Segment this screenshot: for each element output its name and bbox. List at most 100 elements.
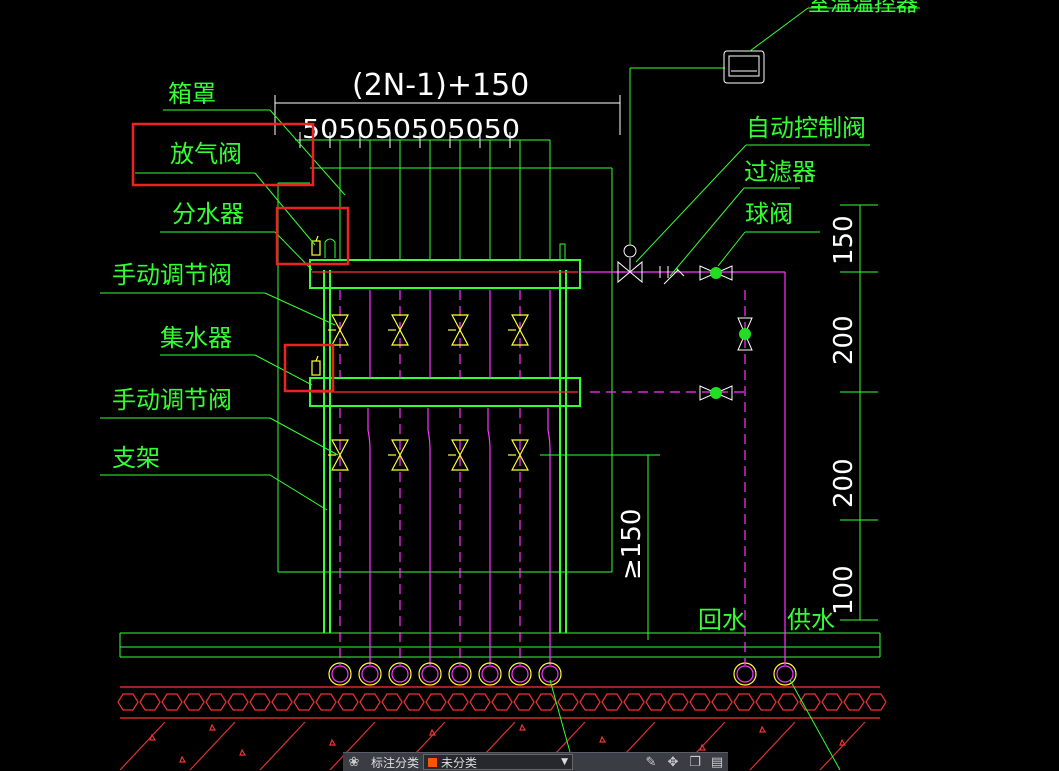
manual-valve: [391, 439, 409, 471]
pipe-section-inner: [421, 665, 439, 683]
auto-control-valve[interactable]: [617, 67, 725, 284]
cabinet-cover[interactable]: [277, 167, 613, 573]
pipe-section-inner: [736, 665, 754, 683]
hatch-hexagon: [755, 693, 777, 711]
pipe-section-outer: [538, 662, 562, 686]
slab-aggregate-mark: [839, 738, 847, 746]
pipe-sections: [328, 662, 797, 686]
hatch-hexagon: [403, 693, 425, 711]
hatch-hexagon: [667, 693, 689, 711]
highlight-box-air-vent-bottom: [283, 343, 335, 393]
layer-icon[interactable]: ❀: [348, 754, 360, 770]
manual-valves-upper[interactable]: [328, 314, 529, 346]
label-supply: 供水: [787, 606, 835, 634]
hatch-hexagon: [733, 693, 755, 711]
air-vent-valve-top[interactable]: [311, 235, 336, 258]
manual-valve: [451, 439, 469, 471]
filter[interactable]: [659, 266, 685, 285]
hatch-hexagon: [799, 693, 821, 711]
manual-valve: [511, 314, 529, 346]
label-bracket: 支架: [112, 444, 160, 472]
pipe-section-inner: [776, 665, 794, 683]
slab-aggregate-mark: [329, 738, 337, 746]
ball-valve-vertical[interactable]: [737, 317, 753, 351]
spacing-ticks: [299, 132, 511, 148]
manual-valve: [391, 314, 409, 346]
manual-valve: [451, 314, 469, 346]
pipe-section-inner: [331, 665, 349, 683]
slab-aggregate-mark: [179, 755, 187, 763]
water-distributor[interactable]: [309, 243, 625, 289]
ball-valve-return[interactable]: [699, 385, 733, 401]
hatch-hexagon: [491, 693, 513, 711]
copy-icon[interactable]: ❐: [689, 754, 701, 770]
branch-pipes: [339, 140, 551, 665]
pipe-section-outer: [388, 662, 412, 686]
water-collector[interactable]: [309, 377, 581, 407]
hatch-hexagon: [161, 693, 183, 711]
dim-vertical-150: 150: [829, 215, 859, 265]
hatch-hexagon: [359, 693, 381, 711]
label-ball-valve: 球阀: [745, 200, 793, 228]
hatch-hexagon: [337, 693, 359, 711]
leader-lines: [100, 109, 870, 770]
slab-hatch-line: [749, 721, 796, 770]
branch-return-pipe: [427, 408, 431, 665]
label-thermostat: 室温温控器: [808, 0, 918, 17]
hatch-hexagon: [689, 693, 711, 711]
slab-aggregate-mark: [699, 743, 707, 751]
dim-vertical-200-b: 200: [829, 458, 859, 508]
right-dimension-lines: [640, 204, 878, 640]
slab-aggregate-mark: [519, 723, 527, 731]
label-collector: 集水器: [160, 324, 232, 352]
slab-aggregate-mark: [759, 725, 767, 733]
slab-hatch-line: [819, 721, 866, 770]
hatch-hexagon: [843, 693, 865, 711]
hatch-hexagon: [579, 693, 601, 711]
manual-valve: [511, 439, 529, 471]
manual-valves-lower[interactable]: [328, 439, 529, 471]
air-vent-valve-bottom[interactable]: [311, 355, 321, 376]
hatch-hexagon: [425, 693, 447, 711]
pipe-section-outer: [418, 662, 442, 686]
slab-aggregate-mark: [209, 723, 217, 731]
ball-valve-supply[interactable]: [699, 265, 733, 281]
dim-spacing: 505050505050: [302, 115, 520, 145]
hatch-hexagon: [447, 693, 469, 711]
pipe-section-outer: [328, 662, 352, 686]
dim-vertical-100: 100: [829, 565, 859, 615]
pipe-section-inner: [481, 665, 499, 683]
pipe-section-inner: [451, 665, 469, 683]
pipe-section-outer: [508, 662, 532, 686]
hatch-hexagon: [623, 693, 645, 711]
stack-icon[interactable]: ▤: [710, 754, 724, 770]
slab-aggregate-mark: [239, 748, 247, 756]
hatch-hexagon: [315, 693, 337, 711]
toolbar-label: 标注分类: [371, 755, 420, 770]
category-dropdown[interactable]: 未分类 ▼: [423, 754, 574, 770]
hatch-hexagon: [271, 693, 293, 711]
label-return: 回水: [698, 606, 746, 634]
hatch-hexagon: [865, 693, 887, 711]
chevron-down-icon: ▼: [561, 757, 569, 767]
label-filter: 过滤器: [744, 158, 816, 186]
branch-return-pipe: [547, 408, 551, 665]
floor-slab: [119, 632, 881, 658]
label-distributor: 分水器: [172, 200, 244, 228]
pipe-section-inner: [541, 665, 559, 683]
label-cabinet: 箱罩: [168, 80, 216, 108]
slab-hatch-line: [119, 721, 166, 770]
slab-hatch-line: [189, 721, 236, 770]
move-icon[interactable]: ✥: [667, 754, 679, 770]
pipe-section-outer: [478, 662, 502, 686]
hatch-hexagon: [711, 693, 733, 711]
branch-return-pipe: [487, 408, 491, 665]
hatch-hexagon: [601, 693, 623, 711]
label-air-vent: 放气阀: [170, 140, 242, 168]
thermostat-icon[interactable]: [723, 7, 920, 84]
hatch-hexagon: [381, 693, 403, 711]
support-bracket[interactable]: [323, 270, 567, 633]
edit-icon[interactable]: ✎: [645, 754, 657, 770]
pipe-section-outer: [448, 662, 472, 686]
